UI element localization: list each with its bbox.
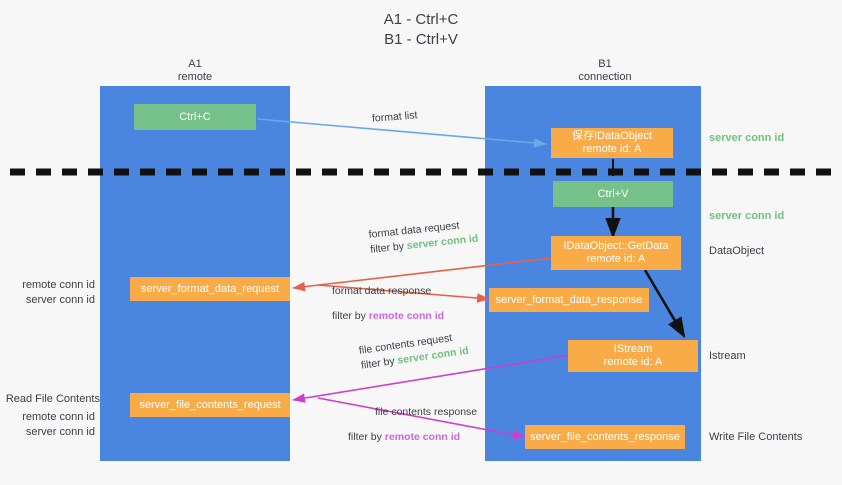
- box-idataobject-getdata-line2: remote id: A: [586, 253, 646, 265]
- box-server-file-contents-response[interactable]: server_file_contents_response: [525, 425, 685, 449]
- token-remote-conn-id: remote conn id: [384, 431, 461, 443]
- box-save-idataobject-line2: remote id: A: [582, 143, 642, 155]
- box-istream[interactable]: IStream remote id: A: [568, 340, 698, 372]
- edge-label-format-data-response-line1: format data response: [332, 285, 432, 297]
- annotation-left-middle-server: server conn id: [25, 294, 95, 306]
- edge-label-file-contents-response-line1: file contents response: [375, 406, 478, 418]
- edge-label-format-data-response: format data response filter by remote co…: [332, 284, 444, 324]
- edge-label-format-data-response-line2: filter by remote conn id: [332, 309, 444, 324]
- edge-label-format-list: format list: [371, 108, 418, 127]
- annotation-server-conn-id-second: server conn id: [709, 210, 785, 222]
- box-ctrl-c[interactable]: Ctrl+C: [134, 104, 256, 130]
- box-server-file-contents-request-label: server_file_contents_request: [139, 398, 281, 411]
- annotation-left-middle-remote: remote conn id: [22, 279, 95, 291]
- box-save-idataobject[interactable]: 保存IDataObject remote id: A: [551, 128, 673, 158]
- page-title: A1 - Ctrl+C B1 - Ctrl+V: [383, 11, 459, 48]
- annotation-server-conn-id-top: server conn id: [709, 132, 785, 144]
- annotation-read-file-contents: Read File Contents: [5, 393, 100, 405]
- edge-label-file-contents-response-line2: filter by remote conn id: [348, 430, 477, 445]
- annotation-left-lower: remote conn id server conn id: [0, 410, 95, 440]
- filter-by-prefix: filter by: [360, 354, 399, 372]
- box-server-format-data-request[interactable]: server_format_data_request: [130, 277, 290, 301]
- box-server-format-data-response-label: server_format_data_response: [495, 293, 643, 306]
- box-server-file-contents-request[interactable]: server_file_contents_request: [130, 393, 290, 417]
- box-save-idataobject-line1: 保存IDataObject: [571, 130, 653, 142]
- edge-label-format-data-request: format data request filter by server con…: [368, 217, 479, 258]
- column-header-a1: A1 remote: [130, 58, 260, 84]
- annotation-left-lower-server: server conn id: [25, 426, 95, 438]
- edge-label-file-contents-response: file contents response filter by remote …: [348, 405, 478, 445]
- box-server-format-data-request-label: server_format_data_request: [140, 282, 280, 295]
- annotation-istream: Istream: [709, 350, 746, 362]
- box-ctrl-v-label: Ctrl+V: [597, 187, 629, 200]
- filter-by-prefix: filter by: [369, 240, 408, 256]
- annotation-left-middle: remote conn id server conn id: [0, 278, 95, 308]
- edge-label-file-contents-request: file contents request filter by server c…: [358, 329, 470, 374]
- filter-by-prefix: filter by: [332, 310, 369, 322]
- box-server-file-contents-response-label: server_file_contents_response: [530, 430, 680, 443]
- box-idataobject-getdata-line1: IDataObject::GetData: [563, 240, 669, 252]
- token-remote-conn-id: remote conn id: [368, 310, 445, 322]
- box-server-format-data-response[interactable]: server_format_data_response: [489, 288, 649, 312]
- box-istream-line1: IStream: [613, 343, 653, 355]
- filter-by-prefix: filter by: [348, 431, 385, 443]
- annotation-dataobject: DataObject: [709, 245, 765, 257]
- box-ctrl-c-label: Ctrl+C: [179, 110, 211, 123]
- edge-label-format-list-text: format list: [371, 109, 418, 125]
- box-ctrl-v[interactable]: Ctrl+V: [553, 181, 673, 207]
- column-header-a1-name: A1: [188, 58, 202, 70]
- column-header-b1: B1 connection: [540, 58, 670, 84]
- column-header-b1-sub: connection: [578, 71, 632, 83]
- column-header-a1-sub: remote: [177, 71, 213, 83]
- box-idataobject-getdata[interactable]: IDataObject::GetData remote id: A: [551, 236, 681, 270]
- annotation-left-lower-remote: remote conn id: [22, 411, 95, 423]
- annotation-write-file-contents: Write File Contents: [709, 431, 803, 443]
- box-istream-line2: remote id: A: [603, 356, 663, 368]
- column-header-b1-name: B1: [598, 58, 612, 70]
